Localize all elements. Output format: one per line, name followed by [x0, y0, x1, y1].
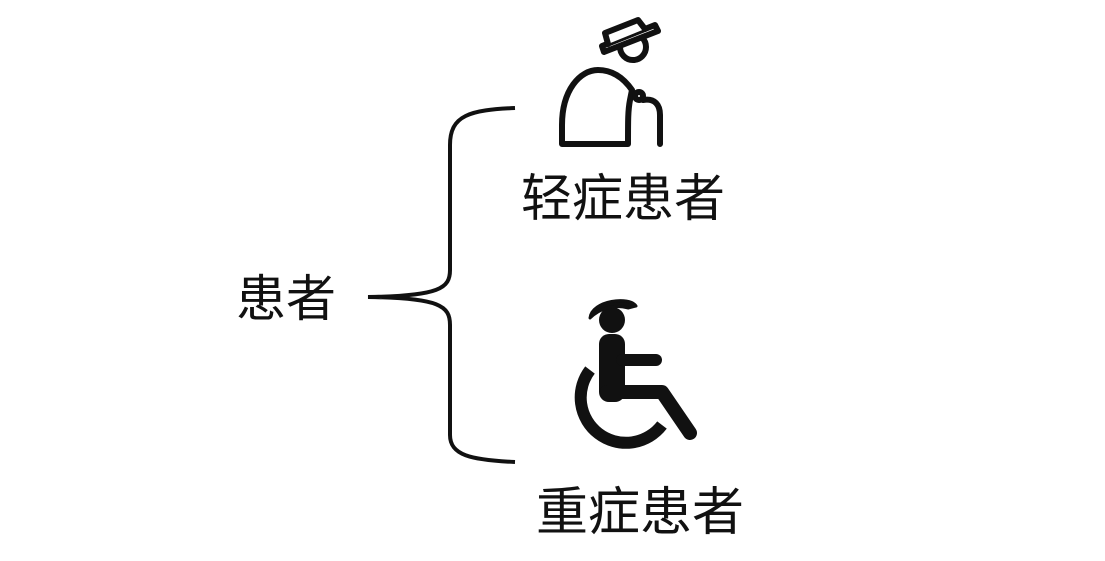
wheelchair-person-icon [574, 299, 697, 449]
root-label: 患者 [236, 270, 336, 328]
severe-patient-label: 重症患者 [536, 483, 745, 543]
elderly-person-with-cane-icon [559, 17, 663, 147]
brace-connector [367, 106, 516, 464]
mild-patient-label: 轻症患者 [521, 170, 726, 229]
